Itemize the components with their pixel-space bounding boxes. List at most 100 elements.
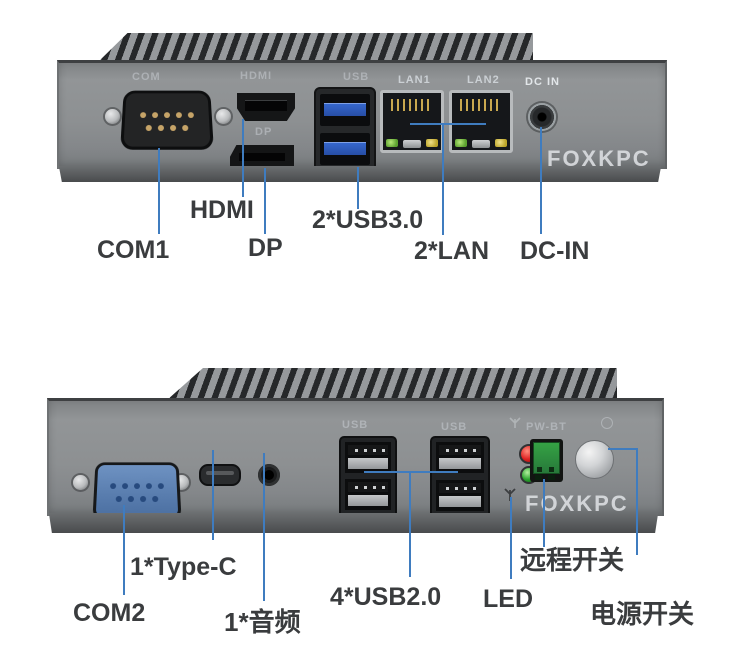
label-com2: COM2 [73, 599, 146, 627]
hdmi-port [237, 93, 295, 121]
screw [216, 109, 231, 124]
lan1-port [380, 90, 444, 153]
heatsink-fins [97, 33, 533, 63]
audio-jack [258, 464, 280, 486]
usb2-port [436, 442, 484, 473]
screw [105, 109, 120, 124]
printed-lan1-label: LAN1 [398, 74, 431, 86]
lan2-port [449, 90, 513, 153]
dp-slot [239, 153, 285, 161]
signal-icon [509, 417, 521, 428]
label-usb2: 4*USB2.0 [330, 583, 442, 611]
usb3-port-top [320, 94, 370, 126]
leader-line-com2 [123, 505, 125, 595]
heatsink-fins [167, 368, 617, 400]
leader-line-remote [543, 479, 545, 547]
remote-switch-terminal [530, 439, 563, 482]
leader-line-dp [264, 168, 266, 234]
terminal-holes [537, 467, 542, 472]
usb2-pins [446, 449, 449, 452]
label-led: LED [483, 585, 533, 613]
chassis-face: COM HDMI DP USB LA [57, 60, 667, 175]
lan-green-led [386, 139, 398, 147]
usb3-ports [314, 87, 376, 175]
dc-in-jack [528, 103, 556, 131]
device-front-panel: USB USB [47, 368, 664, 538]
usb3-tongue [324, 142, 366, 155]
lan-yellow-led [495, 139, 507, 147]
leader-line-com1 [158, 148, 160, 234]
leader-line-typec [212, 450, 214, 540]
leader-line-lan-bridge [410, 123, 486, 125]
audio-hole [264, 470, 274, 480]
label-lan: 2*LAN [414, 237, 490, 265]
rj45-tab [472, 140, 490, 148]
db9-pins [140, 112, 147, 119]
usb2-ports-left [339, 436, 397, 518]
leader-line-hdmi [242, 119, 244, 197]
printed-hdmi-label: HDMI [240, 70, 273, 82]
printed-com-label: COM [132, 71, 161, 83]
usb2-pins [446, 487, 449, 490]
usb2-port [345, 479, 391, 510]
lan-yellow-led [426, 139, 438, 147]
printed-dp-label: DP [255, 126, 273, 138]
chassis-bevel [58, 166, 662, 182]
leader-line-lan [442, 123, 444, 235]
leader-line-power-h [608, 448, 638, 450]
leader-line-audio [263, 453, 265, 601]
printed-usb-label: USB [343, 71, 370, 83]
usb3-tongue [324, 103, 366, 116]
rj45-tab [403, 140, 421, 148]
usb2-tongue [348, 482, 388, 492]
type-c-port [199, 464, 241, 486]
leader-line-dcin [540, 127, 542, 234]
usb2-shell [348, 495, 388, 506]
usb2-tongue [439, 445, 481, 455]
screw [73, 475, 88, 490]
usb2-port [436, 480, 484, 511]
label-usb3: 2*USB3.0 [312, 206, 424, 234]
type-c-slot [206, 471, 234, 475]
leader-line-usb2 [409, 471, 411, 577]
lan-green-led [455, 139, 467, 147]
brand-logo: FOXKPC [525, 491, 629, 516]
chassis-bevel [48, 513, 659, 533]
device-rear-panel: COM HDMI DP USB LA [57, 33, 667, 183]
label-com1: COM1 [97, 236, 170, 264]
db9-holes [110, 483, 117, 490]
usb2-shell [439, 496, 481, 507]
com1-port [120, 90, 214, 150]
leader-line-led [510, 497, 512, 579]
label-remote-switch: 远程开关 [520, 545, 625, 575]
rj45-pins [391, 99, 433, 111]
hdmi-slot [245, 100, 287, 111]
leader-line-usb3 [357, 167, 359, 209]
usb2-pins [355, 486, 358, 489]
usb2-ports-right [430, 436, 490, 519]
chassis-face: USB USB [47, 398, 664, 520]
leader-line-usb2-bridge [364, 471, 458, 473]
label-hdmi: HDMI [190, 196, 254, 224]
leader-line-power [636, 448, 638, 555]
usb2-shell [348, 458, 388, 469]
rj45-pins [460, 99, 502, 111]
printed-usb-label: USB [441, 421, 468, 433]
terminal-slots [535, 475, 542, 480]
usb2-tongue [348, 445, 388, 455]
label-typec: 1*Type-C [130, 553, 237, 581]
power-circle-icon [601, 417, 613, 429]
printed-pwbt-label: PW-BT [526, 421, 567, 433]
printed-usb-label: USB [342, 419, 369, 431]
usb2-tongue [439, 483, 481, 493]
power-button [575, 440, 614, 479]
usb2-port [345, 442, 391, 473]
label-power-switch: 电源开关 [590, 599, 695, 629]
usb3-port-bottom [320, 133, 370, 165]
printed-lan2-label: LAN2 [467, 74, 500, 86]
label-dp: DP [248, 234, 283, 262]
label-dcin: DC-IN [520, 237, 590, 265]
usb2-shell [439, 458, 481, 469]
label-audio: 1*音频 [224, 607, 301, 637]
